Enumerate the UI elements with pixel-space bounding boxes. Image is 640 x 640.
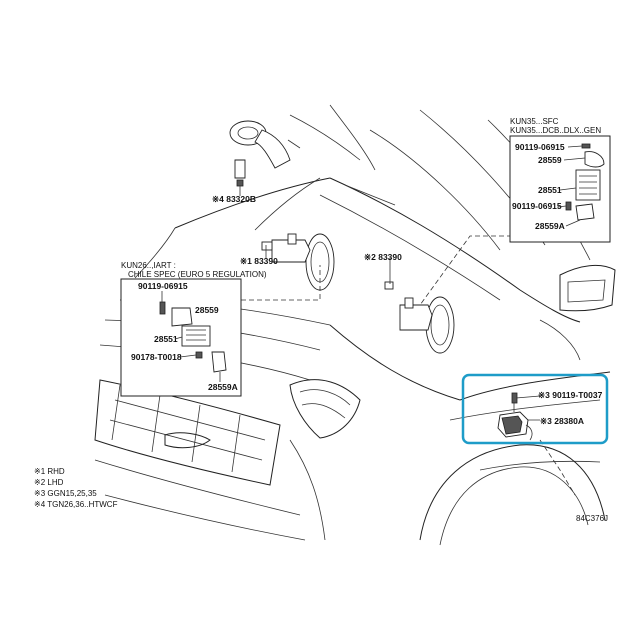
sensor-83320b	[234, 159, 246, 187]
right-part-e: 28559A	[535, 221, 565, 231]
note-2: ※2 LHD	[34, 478, 64, 487]
right-box-header-1: KUN35...SFC	[510, 117, 559, 126]
left-part-a: 90119-06915	[138, 281, 188, 291]
right-part-d: 90119-06915	[512, 201, 562, 211]
brake-booster-center	[261, 233, 335, 291]
right-part-b: 28559	[538, 155, 562, 165]
left-part-b: 28559	[195, 305, 219, 315]
left-part-c: 28551	[154, 334, 178, 344]
right-part-c: 28551	[538, 185, 562, 195]
bracket-28559a-icon	[575, 203, 595, 221]
left-box-header-2: CHILE SPEC (EURO 5 REGULATION)	[128, 270, 267, 279]
bolt-icon	[581, 143, 591, 149]
left-detail-box: KUN26..,IART : CHILE SPEC (EURO 5 REGULA…	[120, 261, 267, 397]
module-28551-icon	[181, 325, 211, 347]
bolt-icon	[511, 392, 518, 404]
highlight-box	[461, 373, 609, 445]
brake-booster-right	[384, 281, 455, 354]
clip-icon	[195, 351, 203, 359]
left-box-header-1: KUN26..,IART :	[121, 261, 176, 270]
label-83320b: ※4 83320B	[212, 194, 256, 204]
bracket-28559a-icon	[211, 351, 227, 373]
right-box-header-2: KUN35...DCB..DLX..GEN	[510, 126, 601, 135]
note-1: ※1 RHD	[34, 467, 65, 476]
bracket-28559-icon	[171, 307, 193, 327]
note-4: ※4 TGN26,36..HTWCF	[34, 500, 118, 509]
left-part-d: 90178-T0018	[131, 352, 182, 362]
bolt-icon	[159, 301, 166, 315]
label-90119-t0037: ※3 90119-T0037	[538, 390, 603, 400]
label-83390-center: ※1 83390	[240, 256, 278, 266]
notes: ※1 RHD ※2 LHD ※3 GGN15,25,35 ※4 TGN26,36…	[34, 467, 118, 509]
label-83390-right: ※2 83390	[364, 252, 402, 262]
label-28380a: ※3 28380A	[540, 416, 584, 426]
bolt-icon	[565, 201, 572, 211]
right-detail-box: KUN35...SFC KUN35...DCB..DLX..GEN 90119-…	[509, 117, 611, 243]
highlight-region: ※3 90119-T0037 ※3 28380A	[461, 373, 609, 445]
reservoir	[229, 120, 301, 169]
note-3: ※3 GGN15,25,35	[34, 489, 97, 498]
right-part-a: 90119-06915	[515, 142, 565, 152]
module-28551-icon	[575, 169, 601, 201]
left-part-e: 28559A	[208, 382, 238, 392]
bracket-28559-icon	[584, 151, 605, 168]
drawing-code: 84C376J	[576, 514, 608, 523]
